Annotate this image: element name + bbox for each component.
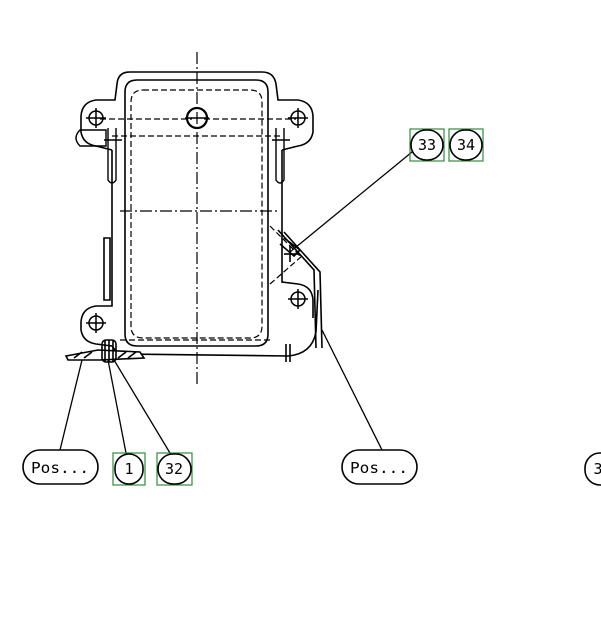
callout-item-1: 1 [112, 452, 146, 486]
callout-cut-off: 3 [584, 452, 601, 486]
callout-pos-right: Pos... [341, 449, 418, 485]
leader-lines [59, 151, 413, 454]
callout-item-33-label: 33 [418, 136, 436, 154]
callout-pos-left-label: Pos... [31, 459, 89, 477]
slots [75, 128, 290, 184]
hidden-lines [100, 89, 303, 341]
angled-bracket [277, 229, 323, 362]
callout-item-32: 32 [156, 452, 193, 486]
callout-item-32-label: 32 [165, 460, 183, 478]
callout-item-1-label: 1 [124, 460, 133, 478]
center-lines [120, 52, 280, 386]
callout-cut-off-label: 3 [593, 460, 601, 478]
callout-pos-right-label: Pos... [350, 459, 408, 477]
mounting-holes [86, 106, 308, 333]
callout-item-34-label: 34 [457, 136, 475, 154]
callout-pos-left: Pos... [22, 449, 99, 485]
callout-item-33: 33 [409, 128, 445, 162]
callout-item-34: 34 [448, 128, 484, 162]
housing-body [80, 71, 319, 357]
bottom-clamp [64, 339, 146, 363]
